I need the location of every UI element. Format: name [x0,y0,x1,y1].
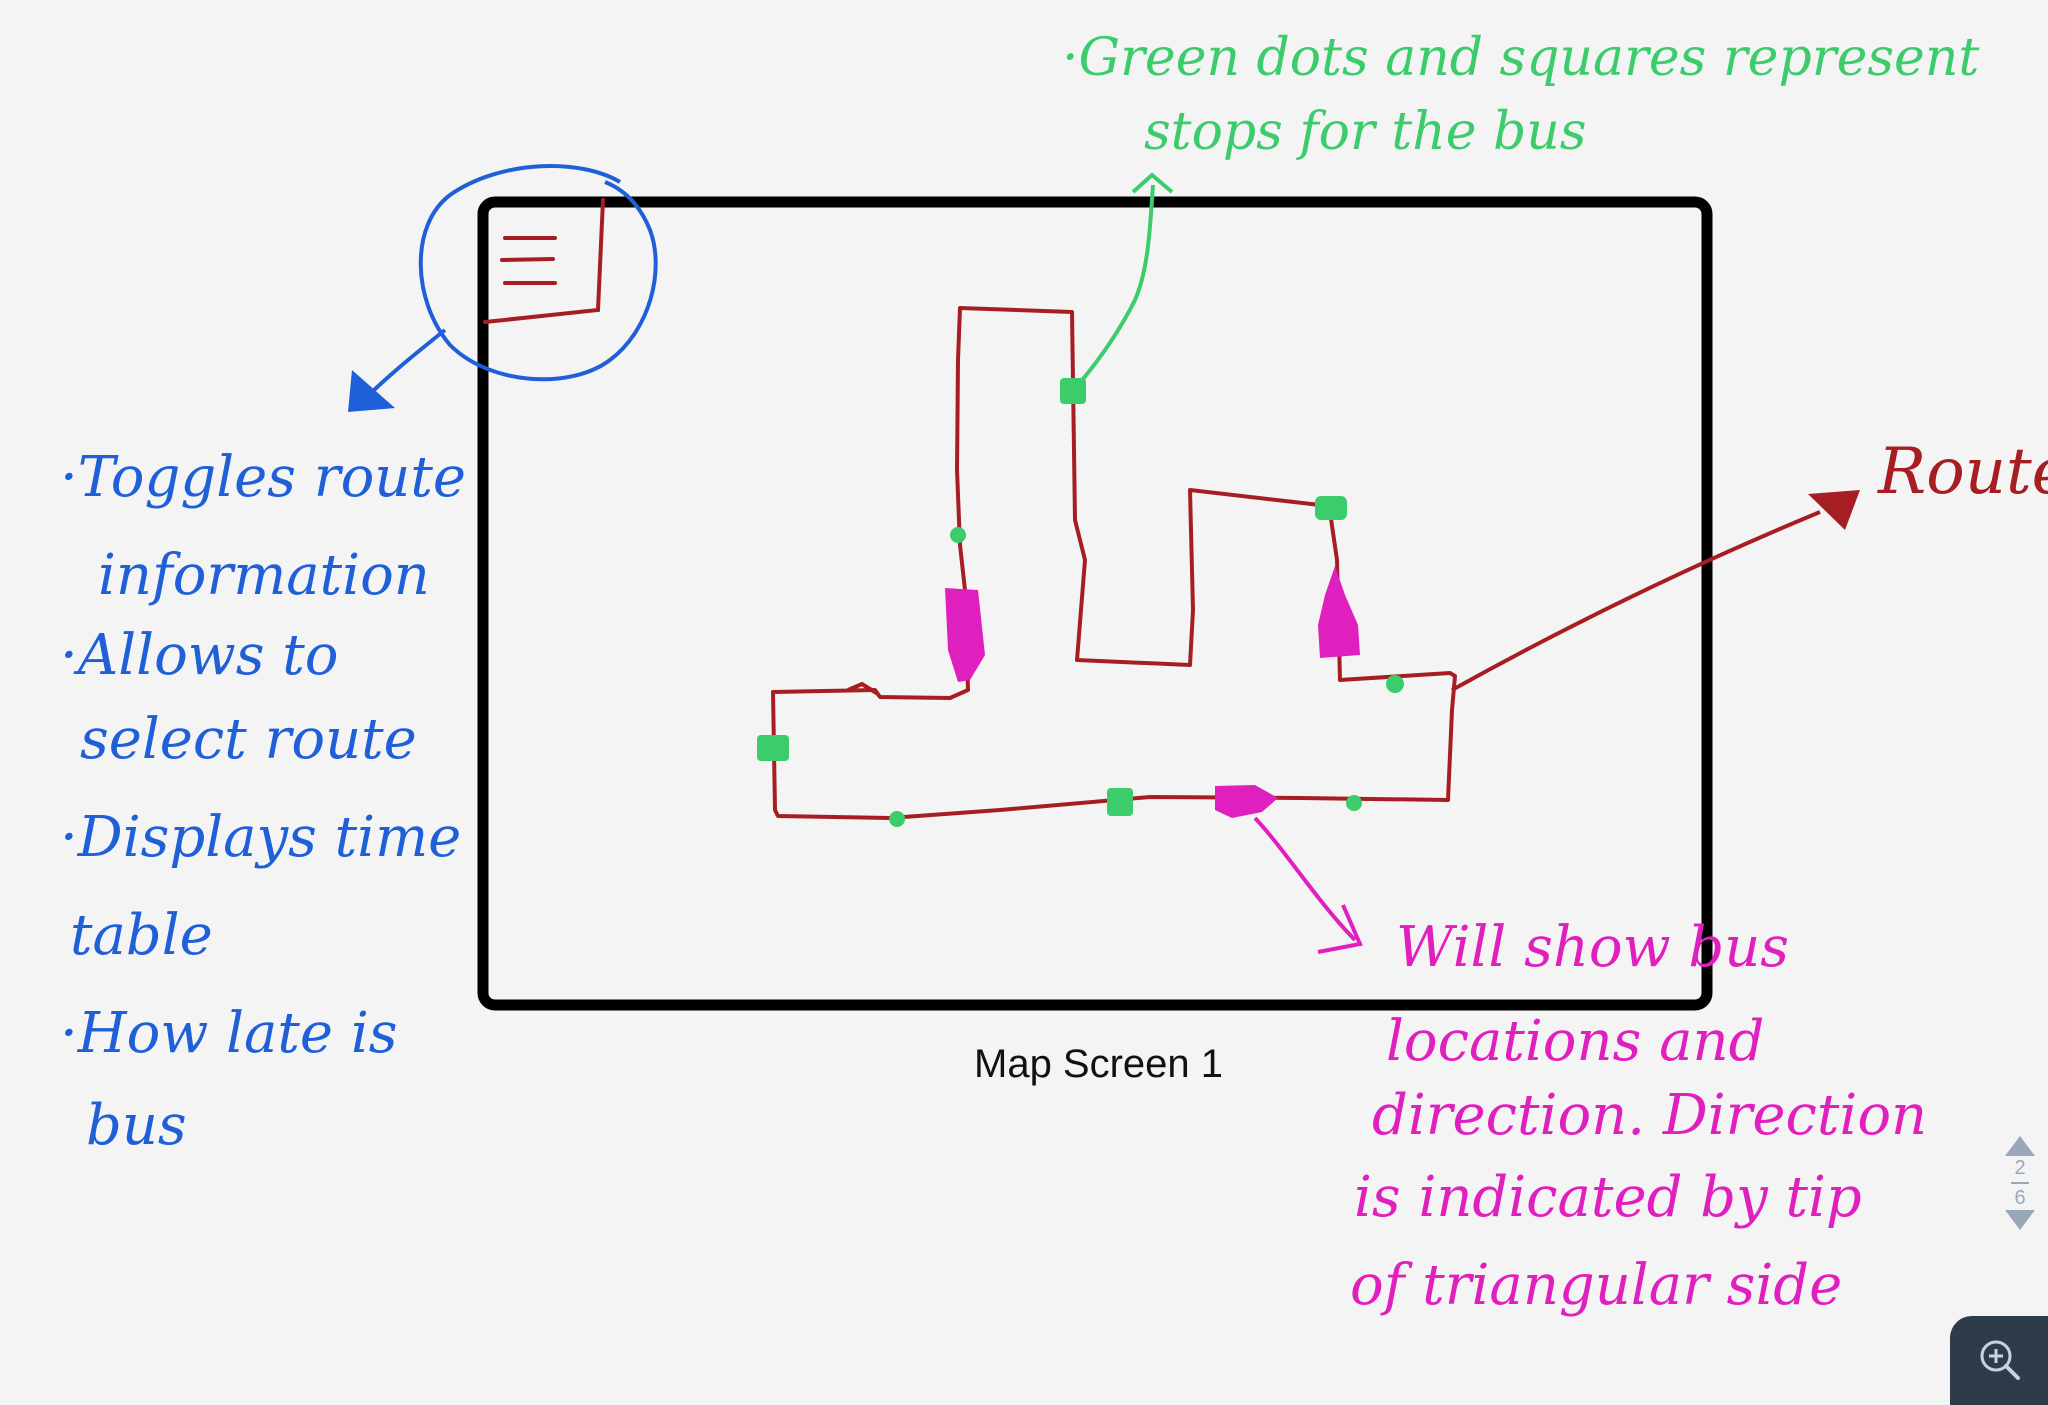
bus-stop-square [1315,496,1347,520]
zoom-in-icon [1980,1340,2020,1380]
bus-note-line: is indicated by tip [1354,1165,1862,1230]
bus-marker [945,588,985,682]
menu-note-line: select route [80,707,417,772]
stops-note-arrow [1070,172,1174,394]
menu-note-arrow [348,328,447,412]
menu-note-line: information [98,543,430,608]
menu-note-line: bus [86,1093,187,1158]
page-up-icon[interactable] [2005,1136,2035,1156]
menu-note-line: table [70,903,213,968]
bus-stop-dot [950,527,966,543]
stops-note-line1: ·Green dots and squares represent [1062,28,1980,88]
bus-marker [1318,566,1360,658]
total-pages: 6 [2014,1187,2026,1209]
zoom-button[interactable] [1950,1316,2048,1405]
route-label: Route [1878,435,2048,509]
menu-highlight-circle [418,164,658,382]
route-direction-tick [847,681,880,696]
bus-note-line: of triangular side [1350,1253,1843,1318]
page-down-icon[interactable] [2005,1210,2035,1230]
screen-caption: Map Screen 1 [974,1042,1224,1086]
menu-note-line: ·Allows to [60,623,339,688]
bus-note-line: direction. Direction [1372,1083,1928,1148]
hamburger-menu-icon[interactable] [483,198,605,324]
bus-route-path [771,306,1457,820]
route-label-arrow [1451,490,1860,692]
current-page: 2 [2014,1157,2026,1179]
bus-note-arrow [1253,816,1363,954]
bus-stop-dot [1346,795,1362,811]
bus-stop-dot [889,811,905,827]
page-indicator: 2 6 [2000,1136,2040,1272]
stops-note-line2: stops for the bus [1144,102,1587,162]
map-screen-frame [477,196,1713,1011]
menu-note-line: ·Displays time [60,805,462,870]
menu-note-line: ·How late is [60,1001,398,1066]
bus-marker [1215,785,1278,818]
bus-stop-square [1107,788,1133,816]
bus-note-line: Will show bus [1396,915,1790,980]
bus-note-line: locations and [1386,1009,1765,1074]
bus-stop-dot [1386,675,1404,693]
bus-markers [945,566,1360,818]
menu-note-line: ·Toggles route [60,445,466,510]
bus-stop-square [757,735,789,761]
page-divider [2011,1182,2029,1184]
